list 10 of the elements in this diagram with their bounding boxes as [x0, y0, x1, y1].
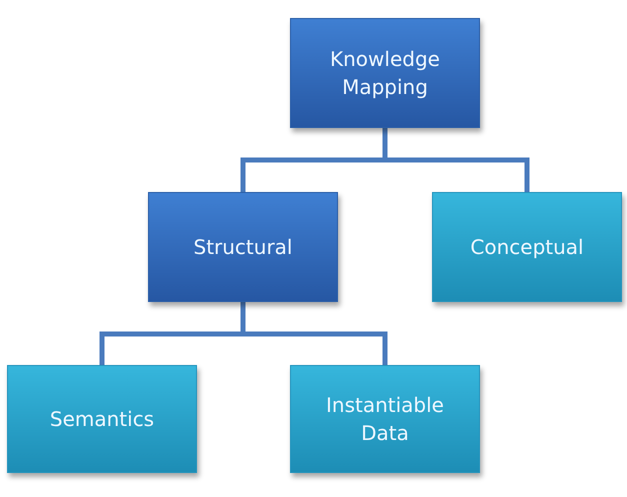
box-label: Structural: [194, 234, 292, 261]
box-label: Knowledge Mapping: [329, 46, 441, 101]
process-box: [432, 192, 622, 302]
process-box: [7, 365, 197, 473]
box-label: Semantics: [50, 406, 154, 433]
process-box: [290, 365, 480, 473]
box-label: Instantiable Data: [325, 392, 445, 447]
process-box: [148, 192, 338, 302]
box-label: Conceptual: [470, 234, 584, 261]
process-box: [290, 18, 480, 128]
